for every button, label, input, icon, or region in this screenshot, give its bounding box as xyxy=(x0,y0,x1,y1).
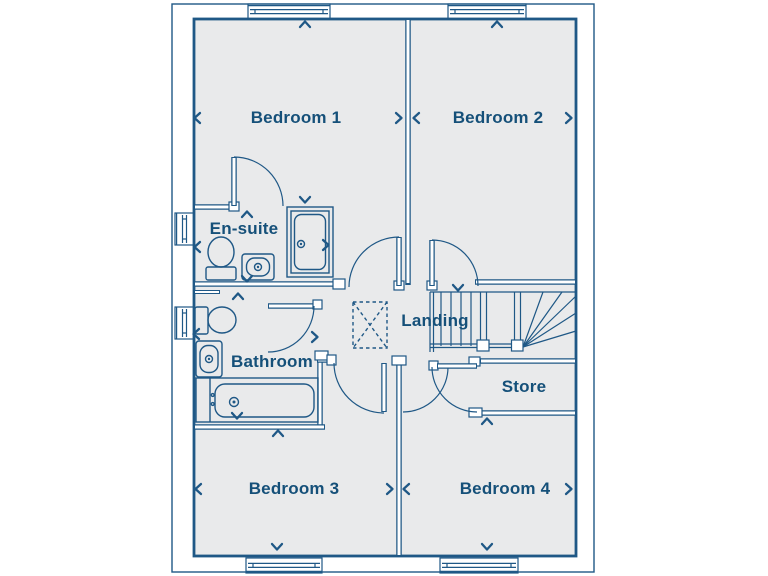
room-label-bathroom: Bathroom xyxy=(231,352,313,371)
window xyxy=(439,557,519,574)
door-bedroom-4 xyxy=(402,366,449,413)
floor-area xyxy=(194,19,576,556)
door-arc xyxy=(233,156,284,207)
arrow-up-icon xyxy=(231,292,245,301)
door-arc xyxy=(348,236,400,288)
fixtures xyxy=(194,206,334,423)
building-outline xyxy=(192,17,578,558)
room-label-ensuite: En-suite xyxy=(209,219,279,238)
arrow-up-icon xyxy=(298,20,312,29)
loft-hatch-icon xyxy=(352,301,388,349)
room-label-store: Store xyxy=(501,377,547,396)
door-arc xyxy=(402,366,449,413)
arrow-left-icon xyxy=(192,327,201,341)
door-arc xyxy=(267,305,315,353)
door-arc xyxy=(431,239,479,287)
arrow-right-icon xyxy=(321,238,330,252)
arrow-down-icon xyxy=(240,274,254,283)
room-label-bedroom-2: Bedroom 2 xyxy=(452,108,544,127)
interior-walls xyxy=(194,19,576,556)
door-bathroom xyxy=(267,305,315,353)
stairs xyxy=(429,291,577,352)
arrow-down-icon xyxy=(230,411,244,420)
room-label-landing: Landing xyxy=(401,311,469,330)
door-arc xyxy=(333,362,385,414)
toilet-icon xyxy=(194,306,237,335)
dimension-arrows xyxy=(192,20,573,551)
arrow-up-icon xyxy=(271,429,285,438)
arrow-down-icon xyxy=(480,542,494,551)
arrow-down-icon xyxy=(451,283,465,292)
arrow-left-icon xyxy=(402,482,411,496)
arrow-up-icon xyxy=(240,210,254,219)
basin-icon xyxy=(241,253,275,281)
room-label-bedroom-3: Bedroom 3 xyxy=(248,479,340,498)
arrow-right-icon xyxy=(394,111,403,125)
arrow-right-icon xyxy=(564,111,573,125)
door-bedroom-3 xyxy=(333,362,387,414)
window xyxy=(174,306,195,340)
door-ensuite xyxy=(231,156,284,207)
arrow-down-icon xyxy=(270,542,284,551)
shower-icon xyxy=(286,206,334,278)
arrow-down-icon xyxy=(298,195,312,204)
arrow-right-icon xyxy=(385,482,394,496)
arrow-left-icon xyxy=(194,482,203,496)
arrow-right-icon xyxy=(564,482,573,496)
window xyxy=(447,3,527,20)
room-label-bedroom-4: Bedroom 4 xyxy=(459,479,551,498)
basin-icon xyxy=(195,340,223,378)
arrow-right-icon xyxy=(310,330,319,344)
window xyxy=(245,557,323,574)
windows xyxy=(174,3,527,574)
bath-icon xyxy=(195,377,319,423)
window xyxy=(174,212,195,246)
door-bedroom-1 xyxy=(348,236,402,288)
window xyxy=(247,3,331,20)
room-label-bedroom-1: Bedroom 1 xyxy=(250,108,342,127)
door-store xyxy=(431,363,478,413)
door-bedroom-2 xyxy=(429,239,479,287)
arrow-up-icon xyxy=(490,20,504,29)
toilet-icon xyxy=(205,236,237,281)
door-arc xyxy=(431,366,478,413)
doors xyxy=(231,156,479,414)
arrow-left-icon xyxy=(193,240,202,254)
arrow-left-icon xyxy=(193,111,202,125)
arrow-left-icon xyxy=(412,111,421,125)
outer-border xyxy=(171,3,595,573)
arrow-up-icon xyxy=(480,417,494,426)
